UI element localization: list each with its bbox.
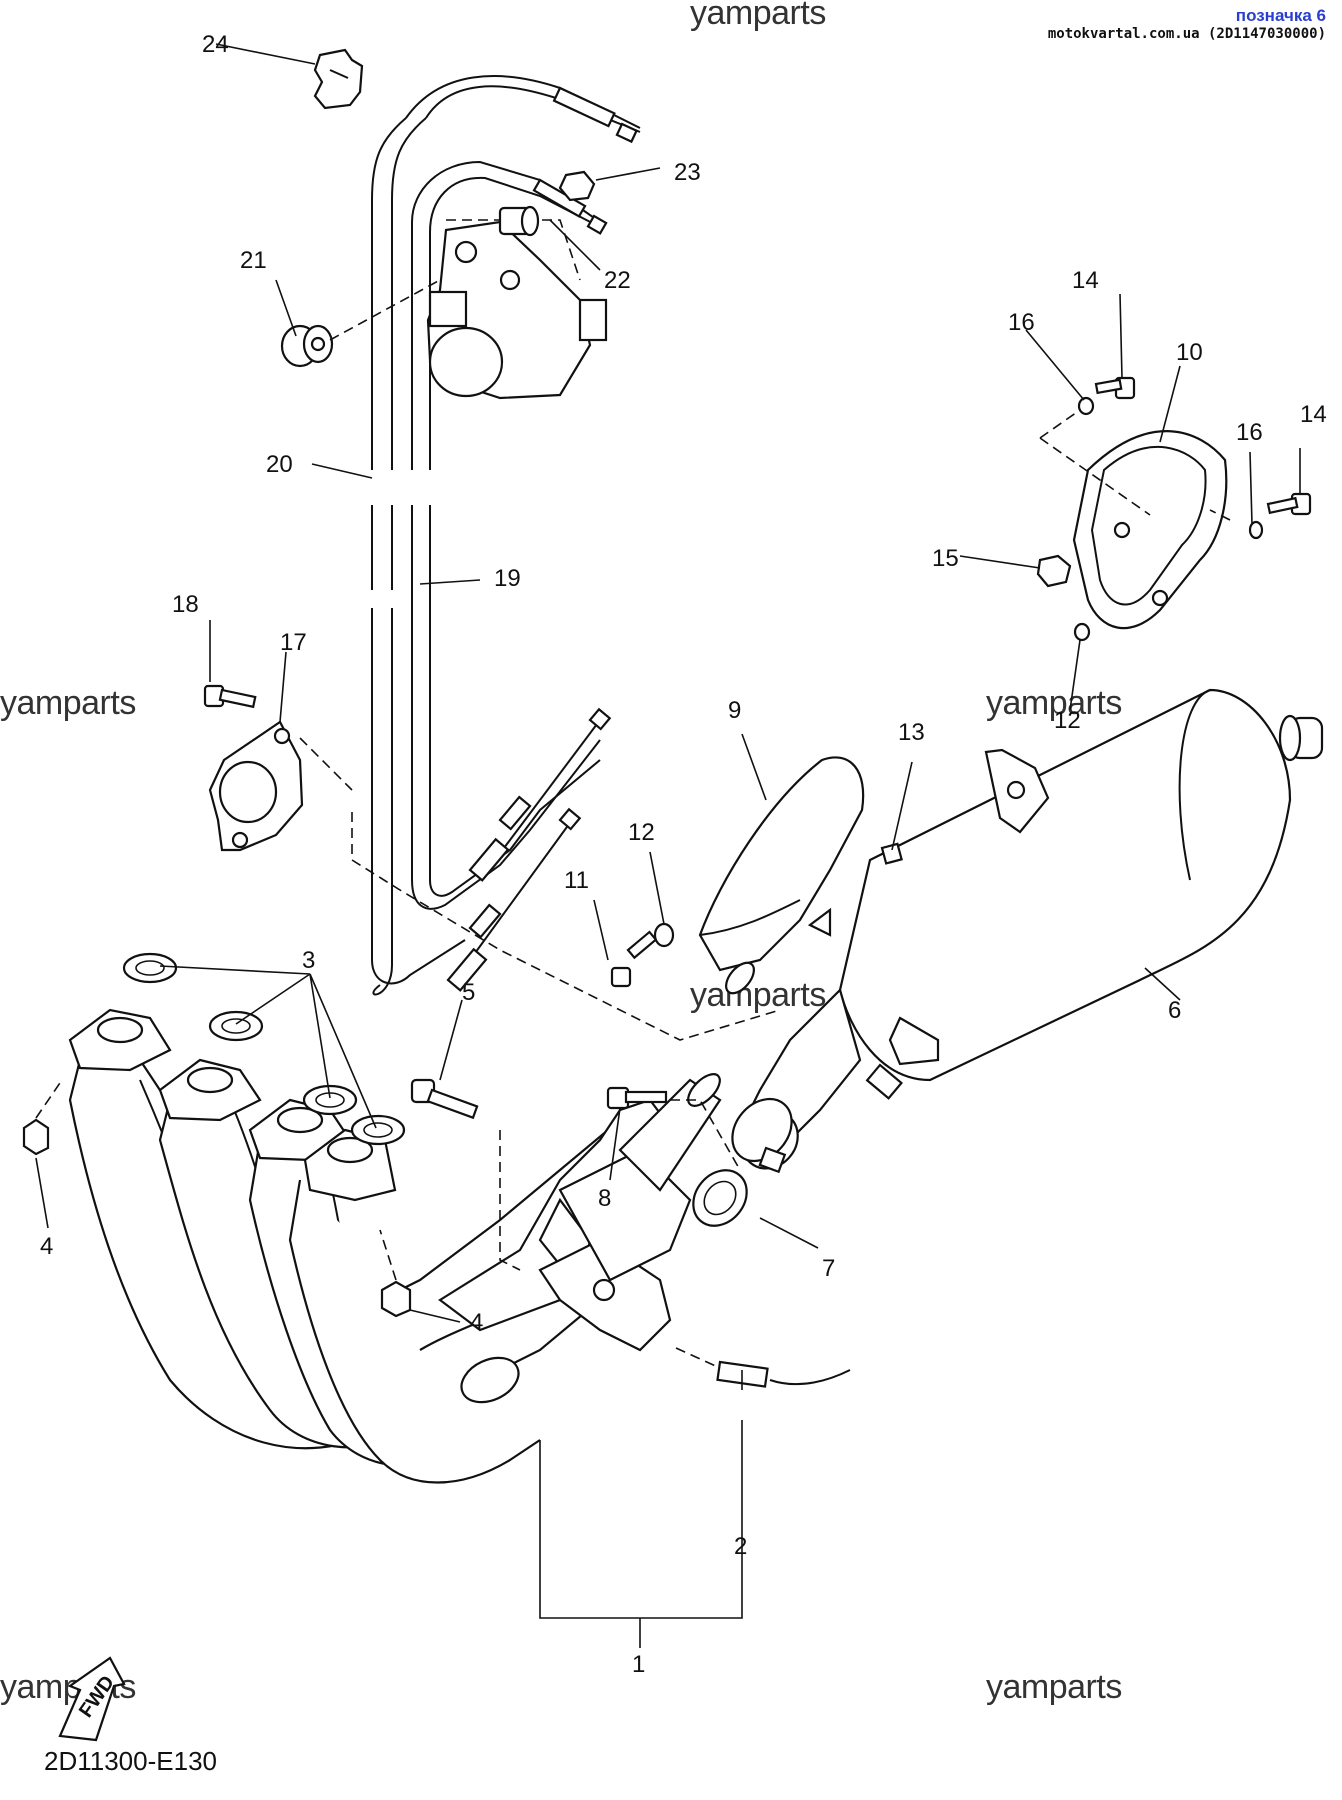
watermark: yamparts [0,684,136,722]
leader-lines [35,43,1301,1648]
cable-end-top [532,86,638,235]
cable-adjusters [446,707,612,992]
callout-16a: 16 [1008,309,1035,336]
callout-10: 10 [1176,339,1203,366]
callout-19: 19 [494,565,521,592]
nut-23 [558,170,596,202]
grommet-21 [280,324,334,368]
watermark: yamparts [986,684,1122,722]
callout-20: 20 [266,451,293,478]
callout-17: 17 [280,629,307,656]
callout-2: 2 [734,1533,747,1560]
gaskets-3 [122,952,406,1146]
nut-15 [1036,554,1072,588]
callout-4b: 4 [470,1309,483,1336]
header-flanges [68,1008,397,1202]
exup-servo-motor [426,219,608,400]
gasket-7 [692,1169,748,1227]
callout-13: 13 [898,719,925,746]
collector-outlet [618,1073,722,1192]
bolt-14b [1266,492,1312,516]
bolt-5 [410,1078,479,1120]
bolt-8 [606,1086,668,1110]
callout-14b: 14 [1300,401,1327,428]
bolt-18 [203,684,257,709]
diagram-code: 2D11300-E130 [44,1746,217,1776]
callout-24: 24 [202,31,229,58]
header-reference[interactable]: позначка 6 motokvartal.com.ua (2D1147030… [1048,6,1326,42]
callout-4a: 4 [40,1233,53,1260]
callout-16b: 16 [1236,419,1263,446]
callout-23: 23 [674,159,701,186]
damper-13 [880,842,903,865]
callout-8: 8 [598,1185,611,1212]
callout-numbers: 1 2 3 4 4 5 6 7 8 9 10 11 12 12 13 14 14… [40,31,1327,1678]
callout-15: 15 [932,545,959,572]
collar-22 [498,205,540,237]
callout-6: 6 [1168,997,1181,1024]
callout-18: 18 [172,591,199,618]
cover-10 [1072,430,1228,630]
washer-12b [1073,622,1091,642]
callout-22: 22 [604,267,631,294]
bolt-11 [610,930,658,988]
fwd-arrow-icon: FWD [58,1656,126,1742]
bracket-17 [208,720,304,852]
throttle-cable-20 [371,75,641,996]
nut-4a [22,1118,50,1156]
header-label[interactable]: позначка 6 [1235,6,1326,25]
o2-sensor-2 [716,1360,851,1388]
callout-3: 3 [302,947,315,974]
callout-12b: 12 [1054,707,1081,734]
washer-16a [1077,396,1095,416]
callout-7: 7 [822,1255,835,1282]
header-source: motokvartal.com.ua (2D1147030000) [1047,26,1326,42]
callout-21: 21 [240,247,267,274]
callout-12a: 12 [628,819,655,846]
heat-protector-9 [698,756,865,995]
callout-5: 5 [462,979,475,1006]
nut-4b [380,1280,412,1318]
bolt-14a [1094,376,1136,400]
washer-12 [653,922,675,948]
callout-9: 9 [728,697,741,724]
watermark: yamparts [986,1668,1122,1706]
cable-clip-24 [313,48,364,110]
callout-1: 1 [632,1651,645,1678]
exhaust-clamp [731,1097,793,1174]
callout-11: 11 [564,867,589,894]
callout-14a: 14 [1072,267,1099,294]
watermark: yamparts [690,0,826,32]
washer-16b [1248,520,1264,540]
watermark: yamparts [690,976,826,1014]
